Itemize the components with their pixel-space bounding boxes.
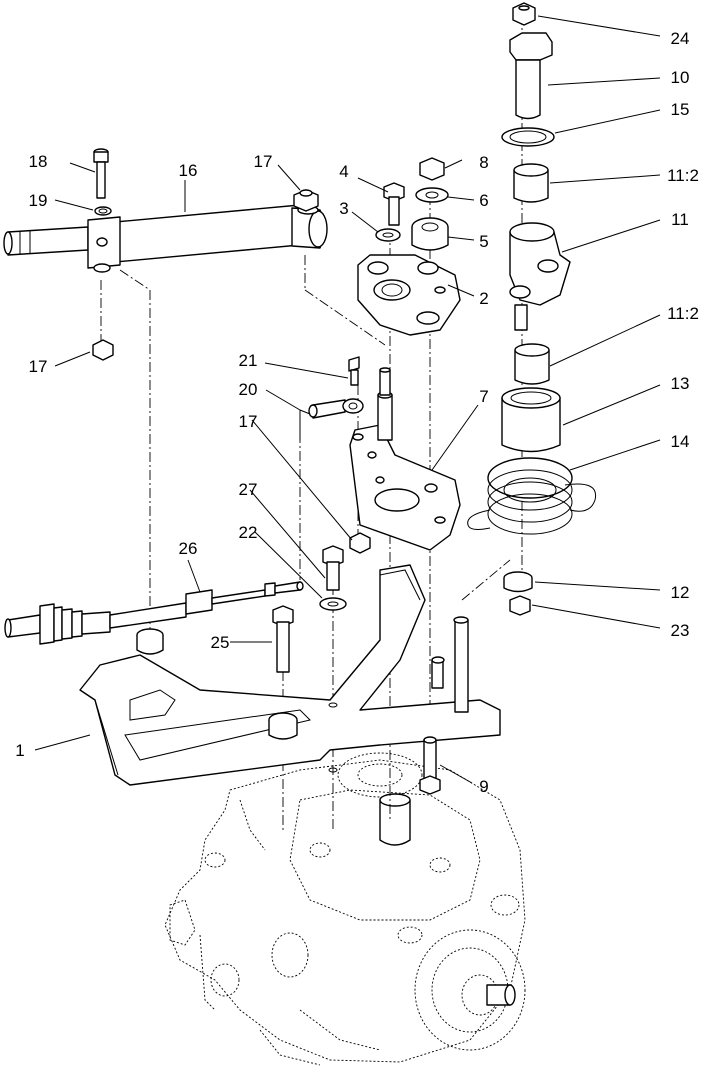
callout-1: 1 [15,741,24,760]
callout-9: 9 [479,777,488,796]
leader-lines [34,15,661,784]
callout-23: 23 [671,621,690,640]
callout-4: 4 [339,162,348,181]
callout-12: 12 [671,583,690,602]
callout-17-left: 17 [29,357,48,376]
callout-6: 6 [479,191,488,210]
callout-20: 20 [239,380,258,399]
callout-7: 7 [479,387,488,406]
callout-11-2-lower: 11:2 [667,304,699,323]
control-cable [4,581,304,645]
callout-11: 11 [671,210,689,229]
actuator-cylinder [3,204,328,273]
ball-joint [308,356,364,419]
callout-5: 5 [479,232,488,251]
callout-11-2-upper: 11:2 [667,166,699,185]
callout-17-top: 17 [254,152,273,171]
lever-fasteners [375,157,449,251]
callout-22: 22 [239,523,258,542]
callout-3: 3 [339,199,348,218]
callout-2: 2 [479,289,488,308]
callouts: 24 10 15 11:2 11 11:2 13 14 12 23 8 6 5 … [15,29,699,796]
pump-control-shaft [379,793,516,1006]
pivot-plate [349,367,461,551]
callout-19: 19 [29,191,48,210]
callout-15: 15 [671,100,690,119]
bolts [272,545,441,795]
callout-8: 8 [479,153,488,172]
cylinder-pin [93,148,112,216]
callout-25: 25 [211,633,230,652]
callout-26: 26 [179,539,198,558]
callout-17-mid: 17 [239,412,258,431]
mount-bracket [79,564,501,786]
hydraulic-pump-phantom [164,752,526,1066]
callout-24: 24 [671,29,690,48]
callout-14: 14 [671,432,690,451]
bracket-bosses [136,616,469,773]
callout-18: 18 [29,152,48,171]
right-stack [467,2,597,616]
callout-16: 16 [179,161,198,180]
callout-13: 13 [671,374,690,393]
callout-27: 27 [239,480,258,499]
lever-plate [357,254,461,336]
lock-nuts [92,189,371,554]
callout-21: 21 [239,351,258,370]
callout-10: 10 [671,68,690,87]
